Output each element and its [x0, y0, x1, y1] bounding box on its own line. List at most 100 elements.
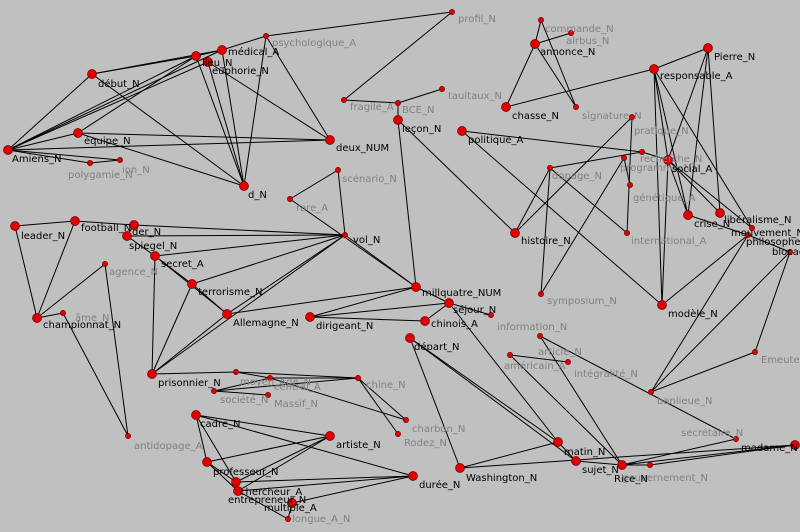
node-charbon[interactable]: [403, 417, 409, 423]
label-article: article_N: [538, 347, 582, 358]
node-matin[interactable]: [553, 437, 563, 447]
node-vol[interactable]: [342, 232, 348, 238]
node-bce[interactable]: [395, 100, 401, 106]
node-signature[interactable]: [573, 104, 579, 110]
node-profil[interactable]: [449, 9, 455, 15]
label-terrorisme: terrorisme_N: [198, 287, 263, 298]
node-societe[interactable]: [211, 388, 217, 394]
node-artiste[interactable]: [325, 431, 335, 441]
node-allemagne[interactable]: [222, 309, 232, 319]
node-equipe[interactable]: [73, 128, 83, 138]
node-mouvement[interactable]: [749, 225, 755, 231]
label-integralite: intégralité_N: [574, 368, 638, 380]
node-agence[interactable]: [102, 261, 108, 267]
node-football[interactable]: [70, 216, 80, 226]
node-taultaux[interactable]: [439, 86, 445, 92]
node-longue[interactable]: [285, 516, 291, 522]
node-liberalisme[interactable]: [715, 208, 725, 218]
node-banlieue[interactable]: [648, 389, 654, 395]
node-depart[interactable]: [405, 333, 415, 343]
node-philosophe[interactable]: [745, 232, 751, 238]
node-blocage[interactable]: [787, 249, 793, 255]
node-massif[interactable]: [265, 392, 271, 398]
node-rice[interactable]: [617, 460, 627, 470]
node-article[interactable]: [537, 333, 543, 339]
node-lieu[interactable]: [191, 51, 201, 61]
node-ame[interactable]: [60, 310, 66, 316]
node-fragile[interactable]: [341, 97, 347, 103]
node-international[interactable]: [624, 230, 630, 236]
node-rare[interactable]: [287, 196, 293, 202]
node-medical[interactable]: [217, 45, 227, 55]
edge-cadre-professeur: [195, 414, 208, 463]
node-debut[interactable]: [87, 69, 97, 79]
edge-dirigeant-chinois: [309, 316, 426, 322]
node-dirigeant[interactable]: [305, 312, 315, 322]
node-pierre[interactable]: [703, 43, 713, 53]
node-social[interactable]: [663, 155, 673, 165]
nodes-layer: [3, 9, 800, 522]
edge-ame-antidopage: [62, 312, 129, 437]
node-cadre[interactable]: [191, 410, 201, 420]
node-programme[interactable]: [621, 155, 627, 161]
label-matin: matin_N: [564, 447, 605, 458]
node-multiple[interactable]: [287, 498, 297, 508]
node-commande[interactable]: [538, 17, 544, 23]
node-responsable[interactable]: [649, 64, 659, 74]
node-chinois[interactable]: [420, 316, 430, 326]
node-der[interactable]: [129, 220, 139, 230]
node-gouvernement[interactable]: [647, 462, 653, 468]
node-amiens[interactable]: [3, 145, 13, 155]
node-prisonnier[interactable]: [147, 369, 157, 379]
node-duree[interactable]: [408, 471, 418, 481]
node-entrepreneur[interactable]: [233, 486, 243, 496]
node-secret[interactable]: [150, 251, 160, 261]
node-deuxnum[interactable]: [325, 135, 335, 145]
node-integralite[interactable]: [565, 359, 571, 365]
node-symposium[interactable]: [538, 291, 544, 297]
label-antidopage: antidopage_A: [134, 441, 203, 452]
node-politique[interactable]: [457, 126, 467, 136]
node-modele[interactable]: [657, 300, 667, 310]
edge-artiste-professeur: [206, 435, 331, 463]
node-sejour[interactable]: [444, 298, 454, 308]
node-emeutes[interactable]: [752, 349, 758, 355]
node-recherche[interactable]: [639, 149, 645, 155]
node-ion[interactable]: [117, 157, 123, 163]
node-crise[interactable]: [683, 210, 693, 220]
node-sujet[interactable]: [571, 456, 581, 466]
node-americain[interactable]: [507, 352, 513, 358]
node-polygamie[interactable]: [87, 160, 93, 166]
node-scenario[interactable]: [335, 167, 341, 173]
edge-terrorisme-allemagne: [191, 283, 228, 315]
node-central[interactable]: [267, 375, 273, 381]
node-milliquatre[interactable]: [411, 282, 421, 292]
node-annonce[interactable]: [530, 39, 540, 49]
node-chine[interactable]: [355, 375, 361, 381]
node-dn[interactable]: [239, 181, 249, 191]
node-antidopage[interactable]: [125, 433, 131, 439]
node-histoire[interactable]: [510, 228, 520, 238]
node-terrorisme[interactable]: [187, 279, 197, 289]
node-genetique[interactable]: [627, 182, 633, 188]
node-psycho[interactable]: [263, 33, 269, 39]
node-chercheur[interactable]: [231, 477, 241, 487]
node-airbus[interactable]: [568, 30, 574, 36]
edge-pierre-social: [667, 47, 709, 161]
node-leader[interactable]: [10, 221, 20, 231]
node-euphorie[interactable]: [203, 57, 213, 67]
node-moyenage[interactable]: [233, 369, 239, 375]
edge-terrorisme-prisonnier: [151, 283, 193, 375]
edge-psycho-medical: [221, 35, 267, 51]
node-dopage[interactable]: [547, 165, 553, 171]
node-washington[interactable]: [455, 463, 465, 473]
node-pratique[interactable]: [629, 114, 635, 120]
node-lecon[interactable]: [393, 115, 403, 125]
node-spiegel[interactable]: [122, 231, 132, 241]
node-chasse[interactable]: [501, 102, 511, 112]
node-rodez[interactable]: [395, 431, 401, 437]
node-professeur[interactable]: [202, 457, 212, 467]
node-championnat[interactable]: [32, 313, 42, 323]
node-information[interactable]: [488, 312, 494, 318]
node-secretaire[interactable]: [733, 436, 739, 442]
